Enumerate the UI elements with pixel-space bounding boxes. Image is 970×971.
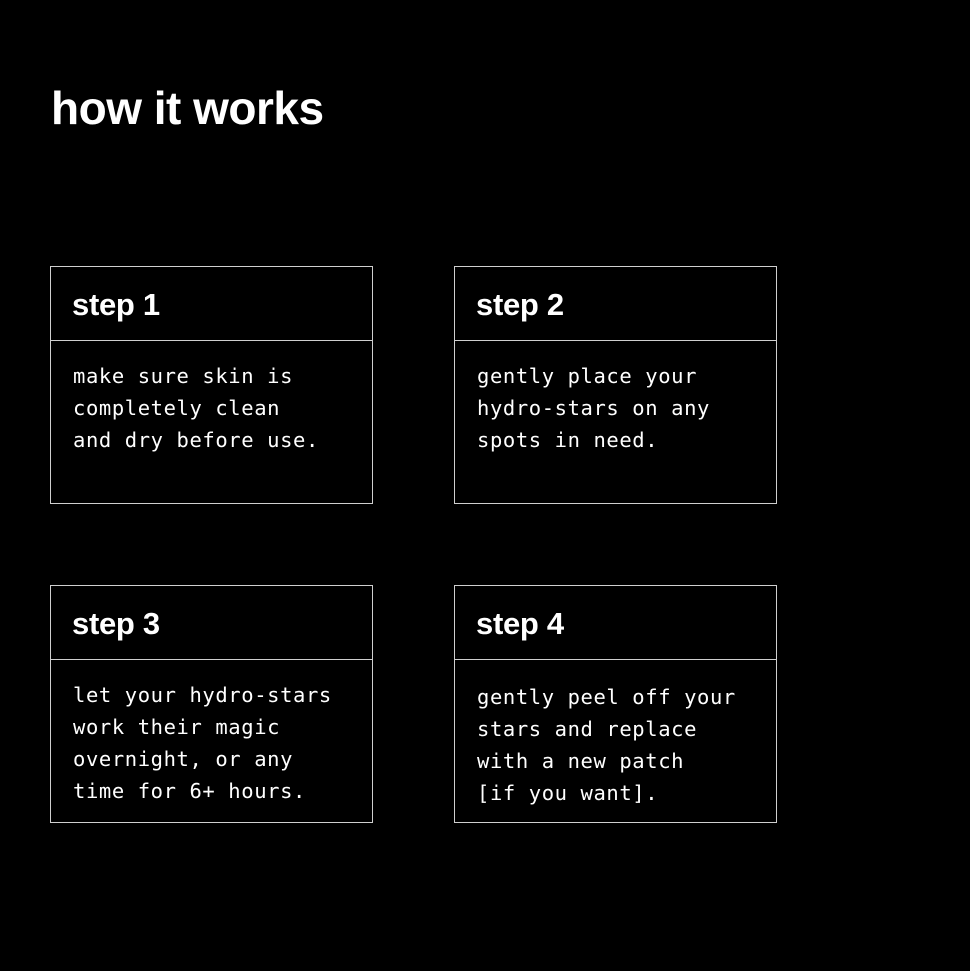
step-title: step 1 bbox=[72, 286, 160, 322]
step-title: step 4 bbox=[476, 605, 564, 641]
step-description: make sure skin is completely clean and d… bbox=[73, 364, 319, 452]
step-description: gently peel off your stars and replace w… bbox=[477, 685, 736, 805]
step-header: step 2 bbox=[455, 267, 776, 341]
step-card-4: step 4 gently peel off your stars and re… bbox=[454, 585, 777, 823]
step-header: step 3 bbox=[51, 586, 372, 660]
step-card-3: step 3 let your hydro-stars work their m… bbox=[50, 585, 373, 823]
step-description: gently place your hydro-stars on any spo… bbox=[477, 364, 710, 452]
step-card-2: step 2 gently place your hydro-stars on … bbox=[454, 266, 777, 504]
step-title: step 3 bbox=[72, 605, 160, 641]
step-description: let your hydro-stars work their magic ov… bbox=[73, 683, 332, 803]
step-title: step 2 bbox=[476, 286, 564, 322]
step-header: step 1 bbox=[51, 267, 372, 341]
step-header: step 4 bbox=[455, 586, 776, 660]
step-card-1: step 1 make sure skin is completely clea… bbox=[50, 266, 373, 504]
page-title: how it works bbox=[51, 82, 324, 134]
